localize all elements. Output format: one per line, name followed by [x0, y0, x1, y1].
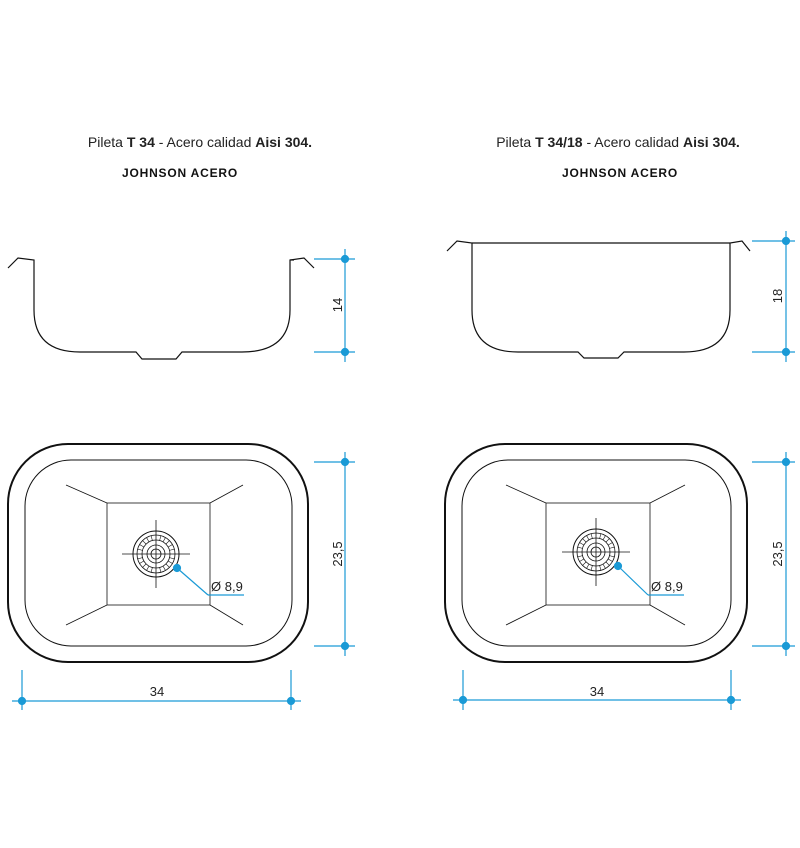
left-depth-dimension: [314, 452, 355, 656]
right-drain-leader: [613, 561, 684, 596]
left-height-label: 14: [330, 298, 345, 312]
left-side-profile: [7, 257, 315, 360]
left-top-view: [7, 443, 309, 663]
right-side-profile: [446, 240, 751, 359]
right-depth-dimension: [752, 452, 795, 656]
left-drain-leader: [172, 563, 244, 596]
left-width-dimension: [12, 670, 301, 710]
right-top-view: [444, 443, 748, 663]
right-width-dimension: [453, 670, 741, 710]
left-drain-label: Ø 8,9: [211, 579, 243, 594]
right-drain-label: Ø 8,9: [651, 579, 683, 594]
right-width-label: 34: [590, 684, 604, 699]
right-height-label: 18: [770, 289, 785, 303]
left-width-label: 34: [150, 684, 164, 699]
left-title: Pileta T 34 - Acero calidad Aisi 304.: [87, 134, 313, 150]
left-depth-label: 23,5: [330, 541, 345, 566]
right-drain: [561, 517, 631, 587]
left-drain: [121, 519, 191, 589]
right-height-dimension: [752, 231, 795, 362]
right-title: Pileta T 34/18 - Acero calidad Aisi 304.: [496, 134, 740, 150]
left-height-dimension: [314, 249, 355, 362]
right-depth-label: 23,5: [770, 541, 785, 566]
left-brand: JOHNSON ACERO: [122, 166, 238, 180]
right-brand: JOHNSON ACERO: [562, 166, 678, 180]
